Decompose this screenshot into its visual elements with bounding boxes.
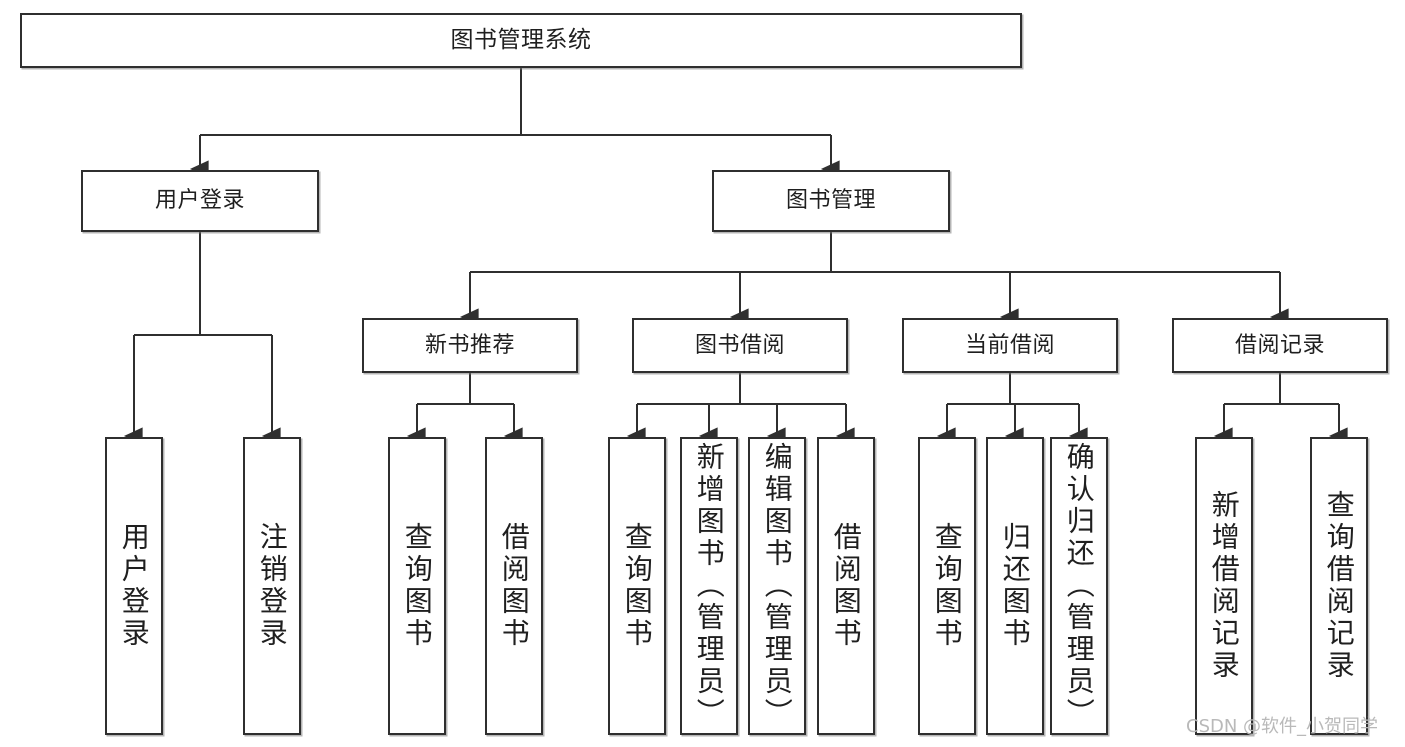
node-leaf-return-book[interactable]: 归还图书 [986, 437, 1044, 735]
node-leaf-add-record[interactable]: 新增借阅记录 [1195, 437, 1253, 735]
edges-group [123, 68, 1348, 445]
node-label: 借阅记录 [1234, 332, 1325, 358]
node-label: 查询图书 [400, 522, 434, 650]
node-label: 查询借阅记录 [1322, 490, 1356, 682]
node-leaf-add-book[interactable]: 新增图书（管理员） [680, 437, 738, 735]
node-label: 借阅图书 [829, 522, 863, 650]
node-leaf-query-book-3[interactable]: 查询图书 [918, 437, 976, 735]
node-label: 查询图书 [620, 522, 654, 650]
node-label: 编辑图书（管理员） [760, 442, 794, 730]
node-label: 用户登录 [117, 522, 151, 650]
node-label: 新书推荐 [424, 332, 515, 358]
node-leaf-borrow-book-1[interactable]: 借阅图书 [485, 437, 543, 735]
node-label: 图书管理 [785, 188, 876, 213]
node-label: 图书借阅 [694, 332, 785, 358]
node-book-borrow[interactable]: 图书借阅 [632, 318, 848, 373]
node-label: 图书管理系统 [450, 27, 592, 53]
node-leaf-query-record[interactable]: 查询借阅记录 [1310, 437, 1368, 735]
node-label: 归还图书 [998, 522, 1032, 650]
watermark: CSDN @软件_小贺同学 [1186, 716, 1379, 737]
node-label: 用户登录 [154, 188, 245, 213]
node-borrow-record[interactable]: 借阅记录 [1172, 318, 1388, 373]
node-label: 确认归还（管理员） [1062, 442, 1096, 730]
node-label: 注销登录 [255, 522, 289, 650]
node-leaf-edit-book[interactable]: 编辑图书（管理员） [748, 437, 806, 735]
node-leaf-confirm-return[interactable]: 确认归还（管理员） [1050, 437, 1108, 735]
node-new-book-rec[interactable]: 新书推荐 [362, 318, 578, 373]
node-label: 借阅图书 [497, 522, 531, 650]
node-user-login[interactable]: 用户登录 [81, 170, 319, 232]
node-label: 查询图书 [930, 522, 964, 650]
node-leaf-user-login[interactable]: 用户登录 [105, 437, 163, 735]
node-current-borrow[interactable]: 当前借阅 [902, 318, 1118, 373]
node-root[interactable]: 图书管理系统 [20, 13, 1022, 68]
node-leaf-borrow-book-2[interactable]: 借阅图书 [817, 437, 875, 735]
node-leaf-query-book-2[interactable]: 查询图书 [608, 437, 666, 735]
node-leaf-user-logout[interactable]: 注销登录 [243, 437, 301, 735]
node-label: 当前借阅 [964, 332, 1055, 358]
node-leaf-query-book-1[interactable]: 查询图书 [388, 437, 446, 735]
node-book-manage[interactable]: 图书管理 [712, 170, 950, 232]
node-label: 新增借阅记录 [1207, 490, 1241, 682]
node-label: 新增图书（管理员） [692, 442, 726, 730]
